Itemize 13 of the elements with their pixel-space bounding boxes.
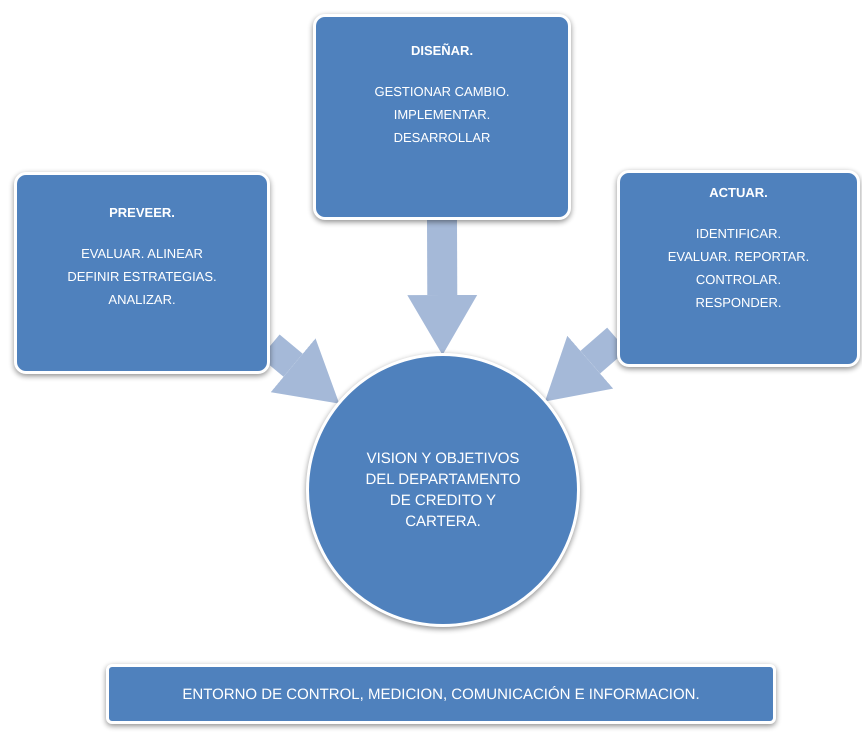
stage-box <box>14 172 270 374</box>
heading: DISEÑAR. <box>410 43 474 58</box>
text: EVALUAR. ALINEAR DEFINIR ESTRATEGIAS. ANALIZAR. <box>67 245 217 309</box>
heading: ACTUAR. <box>709 185 768 200</box>
text: ENTORNO DE CONTROL, MEDICION, COMUNICACIÓN E INFORMACION. <box>182 686 700 702</box>
heading: PREVEER. <box>109 205 175 220</box>
stage-box <box>313 14 571 220</box>
stage-box <box>617 170 860 367</box>
banner-box <box>106 664 776 724</box>
text: VISION Y OBJETIVOS DEL DEPARTAMENTO DE CREDITO Y CARTERA. <box>364 449 522 532</box>
text: GESTIONAR CAMBIO. IMPLEMENTAR. DESARROLLAR <box>373 83 511 147</box>
text: IDENTIFICAR. EVALUAR. REPORTAR. CONTROLAR. RESPONDER. <box>666 225 810 312</box>
arrow <box>407 220 478 355</box>
